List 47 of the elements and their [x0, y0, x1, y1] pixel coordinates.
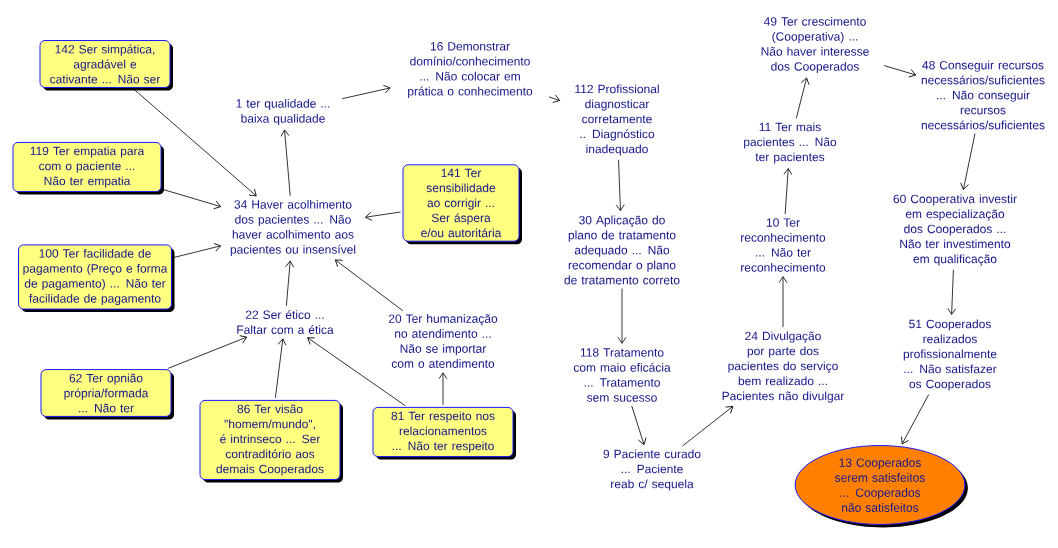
arrow: [438, 372, 448, 406]
arrow: [682, 406, 734, 447]
arrow: [341, 84, 391, 100]
node-text: 118 Tratamento com maio eficácia ... Tratamento sem sucesso: [573, 348, 671, 402]
arrow: [631, 405, 647, 445]
node-text: 9 Paciente curado ... Paciente reab c/ sequela: [603, 449, 701, 491]
arrow: [280, 129, 291, 197]
arrow: [883, 65, 917, 78]
arrow: [947, 269, 957, 315]
arrow: [167, 335, 248, 369]
arrow: [617, 288, 627, 344]
arrow: [334, 259, 404, 312]
node-text: 10 Ter reconhecimento ... Não ter reconhecimento: [741, 218, 826, 272]
node-text: 24 Divulgação por parte dos pacientes do serviço bem realizado ... Pacientes não divulgar: [722, 331, 845, 403]
node-text: 60 Cooperativa investir em especialização dos Cooperados ... Não ter investimento em qualificação: [893, 194, 1017, 266]
arrow: [960, 133, 976, 190]
node-text: 11 Ter mais pacientes ... Não ter pacientes: [744, 122, 837, 164]
arrow: [795, 77, 810, 119]
arrow: [365, 211, 401, 221]
node-text: 34 Haver acolhimento dos pacientes ... Não haver acolhimento aos pacientes ou insensível: [230, 199, 356, 257]
cause-box: 141 Ter sensibilidade ao corrigir ... Ser áspera e/ou autoritária: [402, 164, 522, 245]
node-text: 49 Ter crescimento (Cooperativa) ... Não haver interesse dos Cooperados: [761, 16, 869, 74]
node-text: 20 Ter humanização no atendimento ... Não se importar com o atendimento: [388, 314, 498, 368]
node-text: 1 ter qualidade ... baixa qualidade: [236, 98, 330, 126]
arrow: [173, 243, 222, 258]
arrow: [783, 168, 793, 215]
node-text: 112 Profissional diagnosticar corretamente .. Diagnóstico inadequado: [575, 84, 659, 156]
cause-box: 119 Ter empatia para com o paciente ... Não ter empatia: [12, 141, 164, 195]
arrow: [133, 88, 257, 197]
cause-box: 142 Ser simpática, agradável e cativante ... Não ser: [39, 40, 173, 91]
cause-box: 81 Ter respeito nos relacionamentos ... Não ter respeito: [372, 406, 516, 460]
cause-box: 100 Ter facilidade de pagamento (Preço e forma de pagamento) ... Não ter facilidade de pagamento: [18, 244, 175, 313]
arrow: [274, 338, 287, 399]
arrow: [285, 260, 295, 307]
node-text: 22 Ser ético ... Faltar com a ética: [237, 310, 334, 334]
node-text: 48 Conseguir recursos necessários/suficientes ... Não conseguir recursos necessários/suficientes: [921, 60, 1045, 130]
node-text: 51 Cooperados realizados profissionalmente ... Não satisfazer os Cooperados: [903, 319, 997, 391]
arrow: [901, 394, 930, 445]
arrow: [307, 337, 406, 407]
cause-box: 62 Ter opnião própria/formada ... Não ter: [40, 369, 174, 420]
arrow: [778, 276, 788, 328]
arrow: [615, 159, 625, 212]
node-text: 30 Aplicação do plano de tratamento adequado ... Não recomendar o plano de tratamento correto: [564, 215, 680, 285]
arrow: [548, 94, 561, 103]
cause-box: 86 Ter visão "homem/mundo", é intrinseco ... Ser contraditório aos demais Cooperados: [199, 399, 343, 483]
node-text: 16 Demonstrar domínio/conhecimento ... Não colocar em prática o conhecimento: [408, 42, 533, 98]
arrow: [163, 189, 222, 210]
